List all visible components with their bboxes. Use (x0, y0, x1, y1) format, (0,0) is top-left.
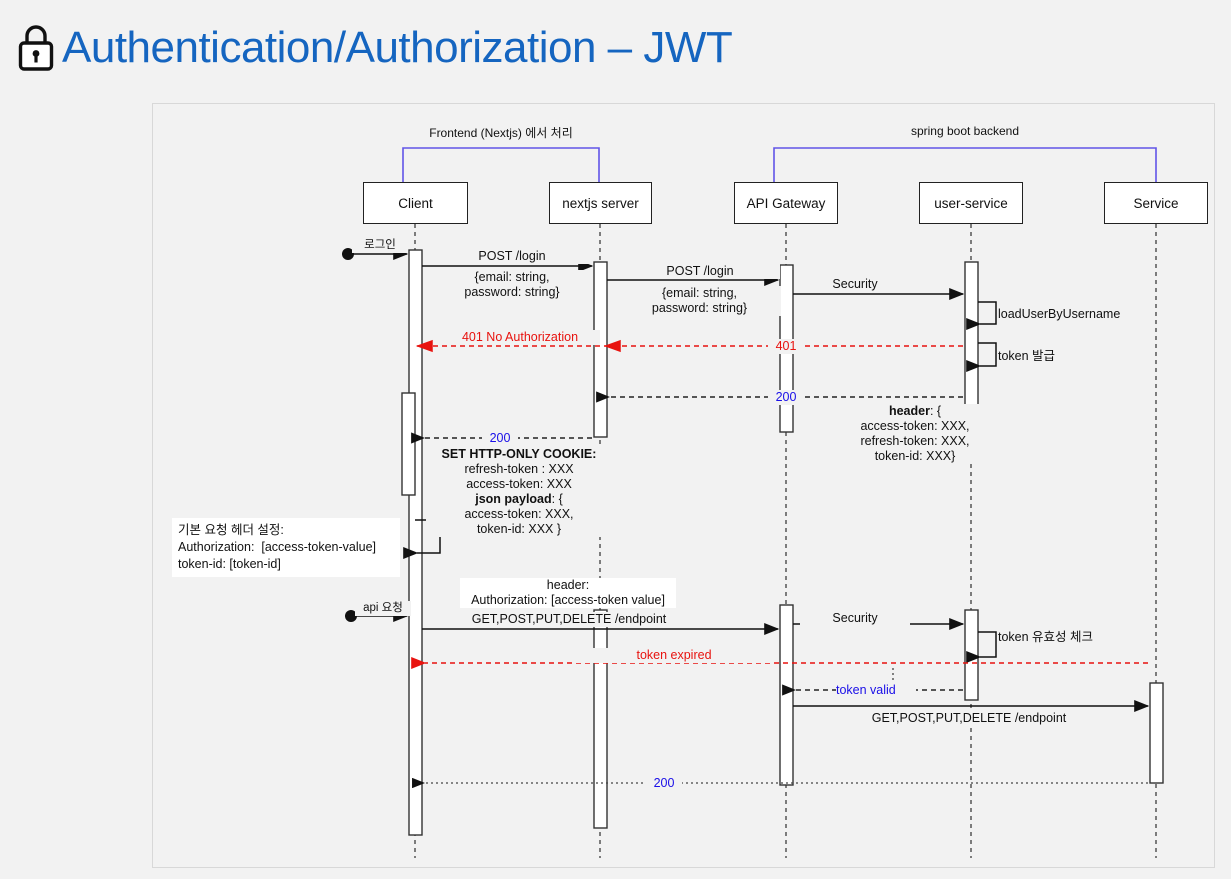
msg-header-tokens: header: { access-token: XXX, refresh-tok… (810, 404, 1020, 464)
msg-security-1: Security (800, 277, 910, 292)
lock-icon (14, 20, 58, 76)
msg-load-user-by-username: loadUserByUsername (998, 307, 1138, 322)
participant-nextjs-server[interactable]: nextjs server (549, 182, 652, 224)
msg-set-cookie-payload: SET HTTP-ONLY COOKIE: refresh-token : XX… (426, 447, 612, 537)
participant-user-service[interactable]: user-service (919, 182, 1023, 224)
group-label-backend: spring boot backend (910, 124, 1020, 138)
msg-post-login-2: POST /login (620, 264, 780, 279)
note-default-request-header: 기본 요청 헤더 설정: Authorization: [access-toke… (172, 518, 400, 577)
msg-login-payload-1: {email: string, password: string} (432, 270, 592, 300)
sequence-diagram-canvas (152, 103, 1215, 868)
participant-client[interactable]: Client (363, 182, 468, 224)
group-label-frontend: Frontend (Nextjs) 에서 처리 (429, 126, 573, 140)
msg-token-expired: token expired (576, 648, 772, 663)
msg-token-valid: token valid (836, 683, 916, 698)
msg-401-no-authorization: 401 No Authorization (440, 330, 600, 345)
msg-login-payload-2: {email: string, password: string} (618, 286, 781, 316)
msg-api-request: api 요청 (355, 601, 411, 616)
msg-endpoint-2: GET,POST,PUT,DELETE /endpoint (836, 711, 1102, 726)
msg-post-login-1: POST /login (432, 249, 592, 264)
msg-token-validity-check: token 유효성 체크 (998, 630, 1128, 645)
page-title: Authentication/Authorization – JWT (62, 23, 733, 72)
msg-security-2: Security (800, 611, 910, 626)
msg-200-gateway: 200 (768, 390, 804, 405)
participant-service[interactable]: Service (1104, 182, 1208, 224)
msg-request-header: header: Authorization: [access-token val… (460, 578, 676, 608)
page-header: Authentication/Authorization – JWT (0, 0, 1231, 96)
msg-200-final: 200 (646, 776, 682, 791)
msg-endpoint-1: GET,POST,PUT,DELETE /endpoint (436, 612, 702, 627)
msg-token-issue: token 발급 (998, 349, 1098, 364)
msg-401: 401 (768, 339, 804, 354)
msg-login: 로그인 (352, 238, 408, 253)
msg-200-nextjs: 200 (482, 431, 518, 446)
participant-api-gateway[interactable]: API Gateway (734, 182, 838, 224)
